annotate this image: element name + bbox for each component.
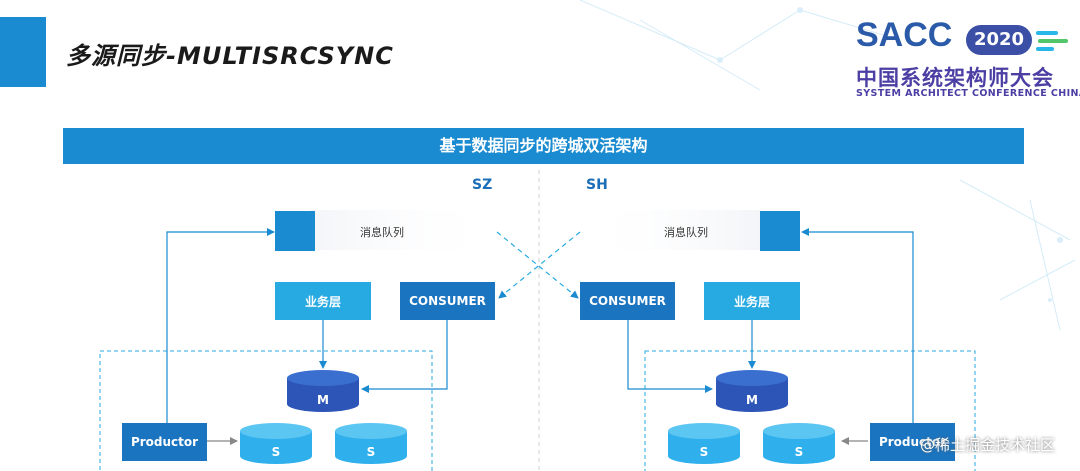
right-consumer: CONSUMER — [580, 282, 675, 320]
logo-chinese-name: 中国系统架构师大会 — [856, 66, 1054, 90]
left-slave-label-1: S — [271, 445, 281, 459]
right-producer-to-queue-line — [801, 228, 914, 425]
region-label-sz: SZ — [472, 177, 493, 193]
left-slave-label-2: S — [366, 445, 376, 459]
cross-arrow-left-to-right — [496, 231, 579, 299]
left-queue-head — [275, 211, 315, 251]
logo-english-name: SYSTEM ARCHITECT CONFERENCE CHINA — [856, 88, 1080, 99]
logo-year: 2020 — [966, 25, 1032, 55]
right-master-label: M — [746, 393, 758, 407]
left-producer: Productor — [122, 423, 207, 461]
right-master-db — [716, 370, 788, 412]
right-db-cluster-border — [644, 350, 976, 471]
logo-dash — [1036, 31, 1058, 35]
right-slave-db-1 — [668, 423, 740, 464]
right-slave-label-2: S — [794, 445, 804, 459]
left-consumer: CONSUMER — [400, 282, 495, 320]
sacc-logo: SACC 2020 中国系统架构师大会 SYSTEM ARCHITECT CON… — [848, 14, 1080, 104]
left-producer-to-queue-line — [166, 228, 275, 425]
left-consumer-to-master-line — [361, 320, 448, 393]
left-master-label: M — [317, 393, 329, 407]
page-title: 多源同步-MULTISRCSYNC — [66, 42, 394, 70]
logo-dash — [1038, 39, 1068, 43]
diagram-banner: 基于数据同步的跨城双活架构 — [63, 128, 1024, 164]
left-queue-label: 消息队列 — [360, 226, 404, 239]
left-master-db — [287, 370, 359, 412]
right-slave-db-2 — [763, 423, 835, 464]
cross-arrow-right-to-left — [498, 231, 581, 299]
right-queue-body — [580, 210, 760, 250]
right-slave-label-1: S — [699, 445, 709, 459]
logo-brand: SACC — [856, 16, 953, 54]
right-queue-label: 消息队列 — [664, 226, 708, 239]
right-consumer-to-master-line — [627, 320, 713, 393]
right-producer: Productor — [870, 423, 955, 461]
left-slave-db-2 — [335, 423, 407, 464]
region-label-sh: SH — [586, 177, 608, 193]
left-queue-body — [310, 210, 500, 250]
left-slave-db-1 — [240, 423, 312, 464]
left-business-layer: 业务层 — [275, 282, 371, 320]
title-accent-bar — [0, 17, 46, 87]
right-business-layer: 业务层 — [704, 282, 800, 320]
logo-dash — [1036, 47, 1054, 51]
watermark: @稀土掘金技术社区 — [920, 436, 1056, 454]
right-queue-head — [760, 211, 800, 251]
